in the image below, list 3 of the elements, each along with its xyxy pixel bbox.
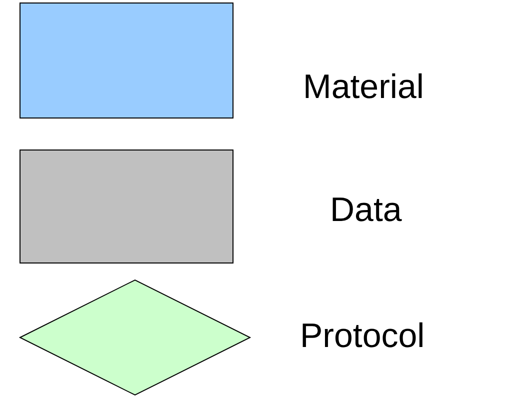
legend-label: Material (303, 70, 424, 104)
legend-label: Protocol (300, 319, 425, 353)
legend-label: Data (330, 193, 402, 227)
